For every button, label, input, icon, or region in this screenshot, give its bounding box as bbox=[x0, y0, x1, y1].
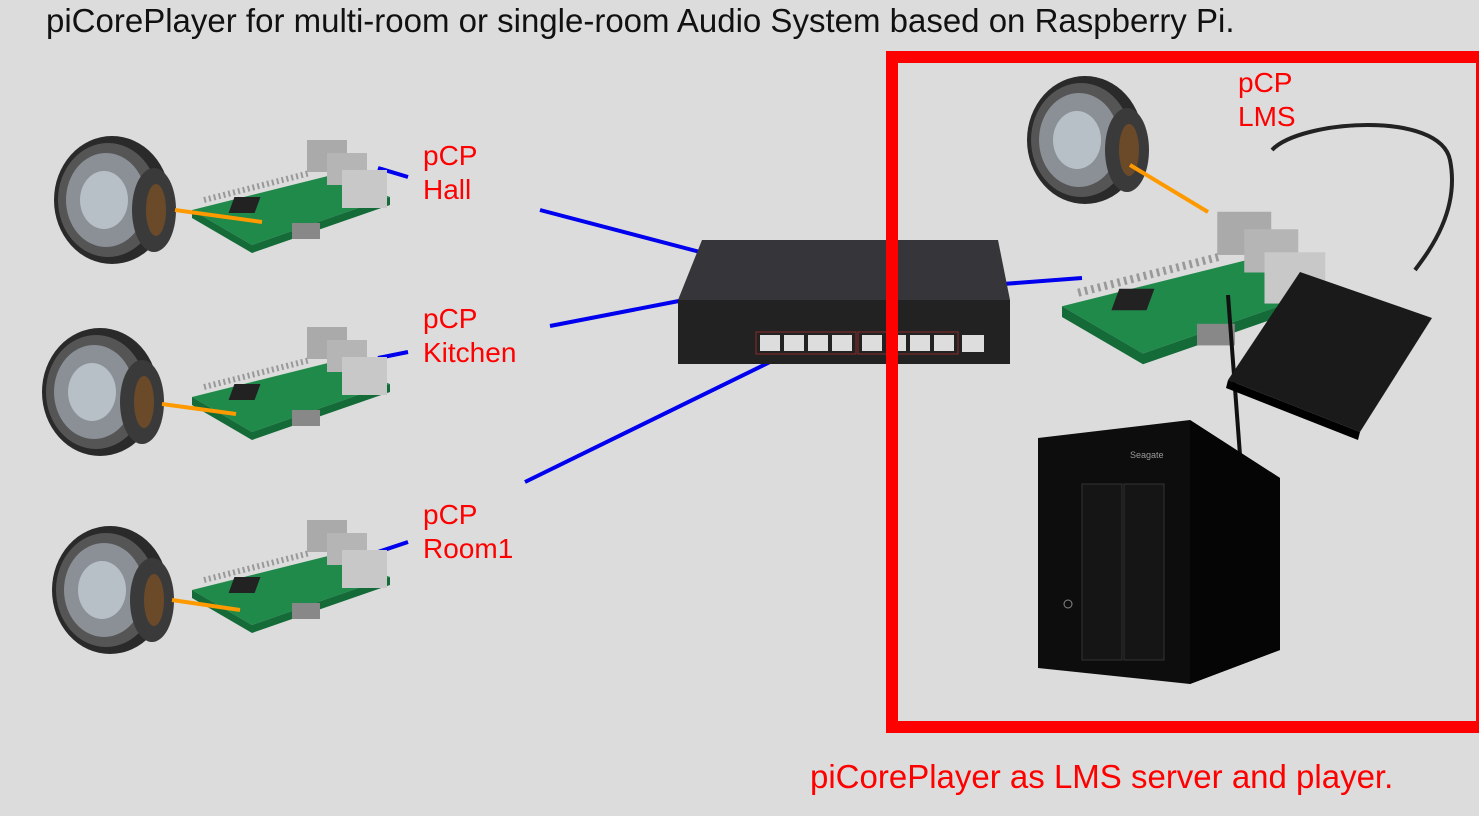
network-link-room1 bbox=[524, 360, 771, 484]
network-switch-icon bbox=[678, 240, 1010, 364]
label-line: pCP bbox=[423, 499, 478, 530]
label-line: Hall bbox=[423, 174, 472, 205]
audio-link bbox=[161, 402, 237, 416]
label-line: pCP bbox=[423, 303, 478, 334]
audio-link bbox=[1128, 163, 1210, 214]
label-line: LMS bbox=[1238, 101, 1296, 132]
raspberry-pi-room1-icon bbox=[192, 520, 390, 633]
node-label-kitchen: pCP Kitchen bbox=[423, 302, 516, 370]
network-link-hall bbox=[539, 208, 701, 254]
node-label-lms: pCP LMS bbox=[1238, 66, 1296, 134]
diagram-title: piCorePlayer for multi-room or single-ro… bbox=[46, 2, 1235, 39]
label-line: Room1 bbox=[423, 533, 514, 564]
speaker-icon bbox=[52, 526, 174, 654]
speaker-icon bbox=[54, 136, 176, 264]
speaker-icon bbox=[42, 328, 164, 456]
speaker-icon bbox=[1027, 76, 1149, 204]
raspberry-pi-hall-icon bbox=[192, 140, 390, 253]
external-hard-drive-icon bbox=[1226, 272, 1432, 440]
audio-link bbox=[171, 598, 241, 612]
network-link-lms bbox=[1002, 276, 1083, 286]
label-line: pCP bbox=[423, 140, 478, 171]
nas-brand-logo: Seagate bbox=[1130, 450, 1164, 460]
audio-link bbox=[174, 208, 263, 224]
label-line: pCP bbox=[1238, 67, 1293, 98]
lms-highlight-box bbox=[886, 51, 1479, 733]
nas-device-icon: Seagate bbox=[1038, 420, 1280, 684]
usb-cable bbox=[1270, 123, 1454, 272]
network-stub-hall bbox=[377, 166, 409, 179]
raspberry-pi-kitchen-icon bbox=[192, 327, 390, 440]
lms-caption: piCorePlayer as LMS server and player. bbox=[810, 758, 1394, 795]
label-line: Kitchen bbox=[423, 337, 517, 368]
network-link-kitchen bbox=[549, 298, 685, 328]
node-label-room1: pCP Room1 bbox=[423, 498, 513, 566]
node-label-hall: pCP Hall bbox=[423, 139, 477, 207]
